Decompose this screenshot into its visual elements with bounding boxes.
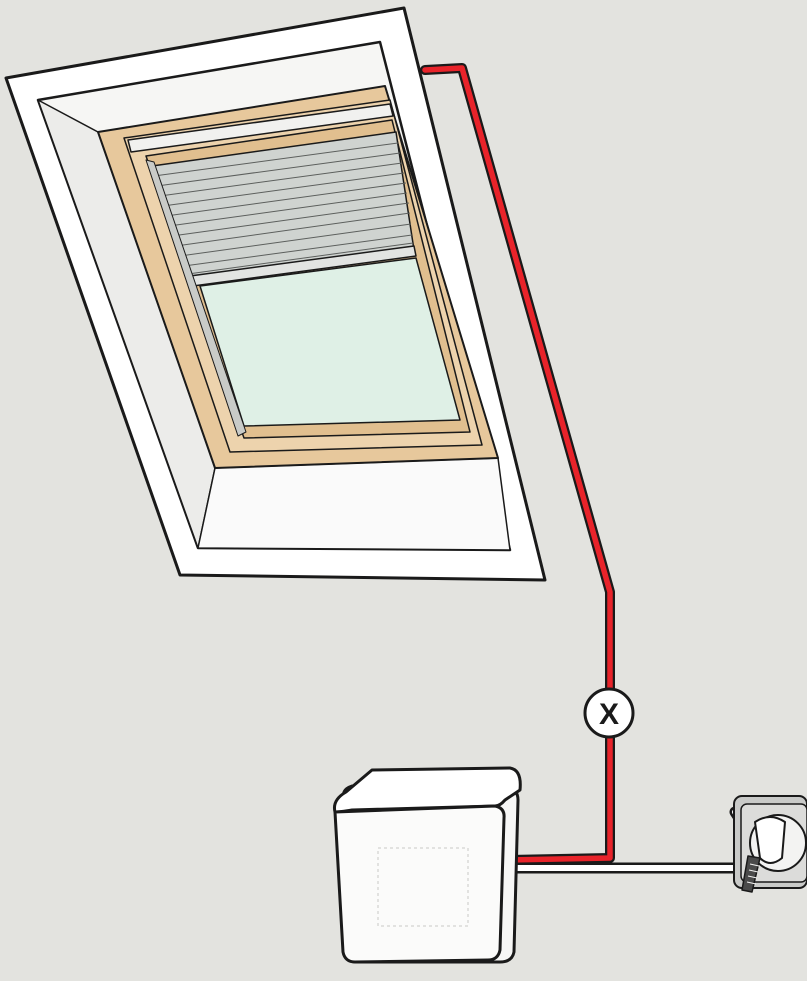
control-cable	[420, 63, 615, 865]
plug-body	[754, 816, 786, 864]
roof-window-icon	[4, 6, 547, 582]
blind-side-channel	[145, 159, 247, 437]
control-unit-icon	[333, 766, 522, 964]
box-panel	[377, 847, 469, 927]
recess-shade-bottom	[197, 457, 511, 551]
cable-marker-circle	[583, 687, 635, 739]
blind-top-rail	[127, 103, 394, 153]
pleated-blind-icon	[151, 131, 417, 287]
blind-pleats	[153, 142, 414, 275]
mains-plug-icon	[741, 816, 786, 893]
box-front	[333, 804, 506, 964]
plug-grip-lines	[746, 863, 760, 885]
window-glass	[199, 257, 461, 427]
cable-marker-label: X	[599, 698, 619, 731]
cable-marker: X	[583, 687, 635, 739]
